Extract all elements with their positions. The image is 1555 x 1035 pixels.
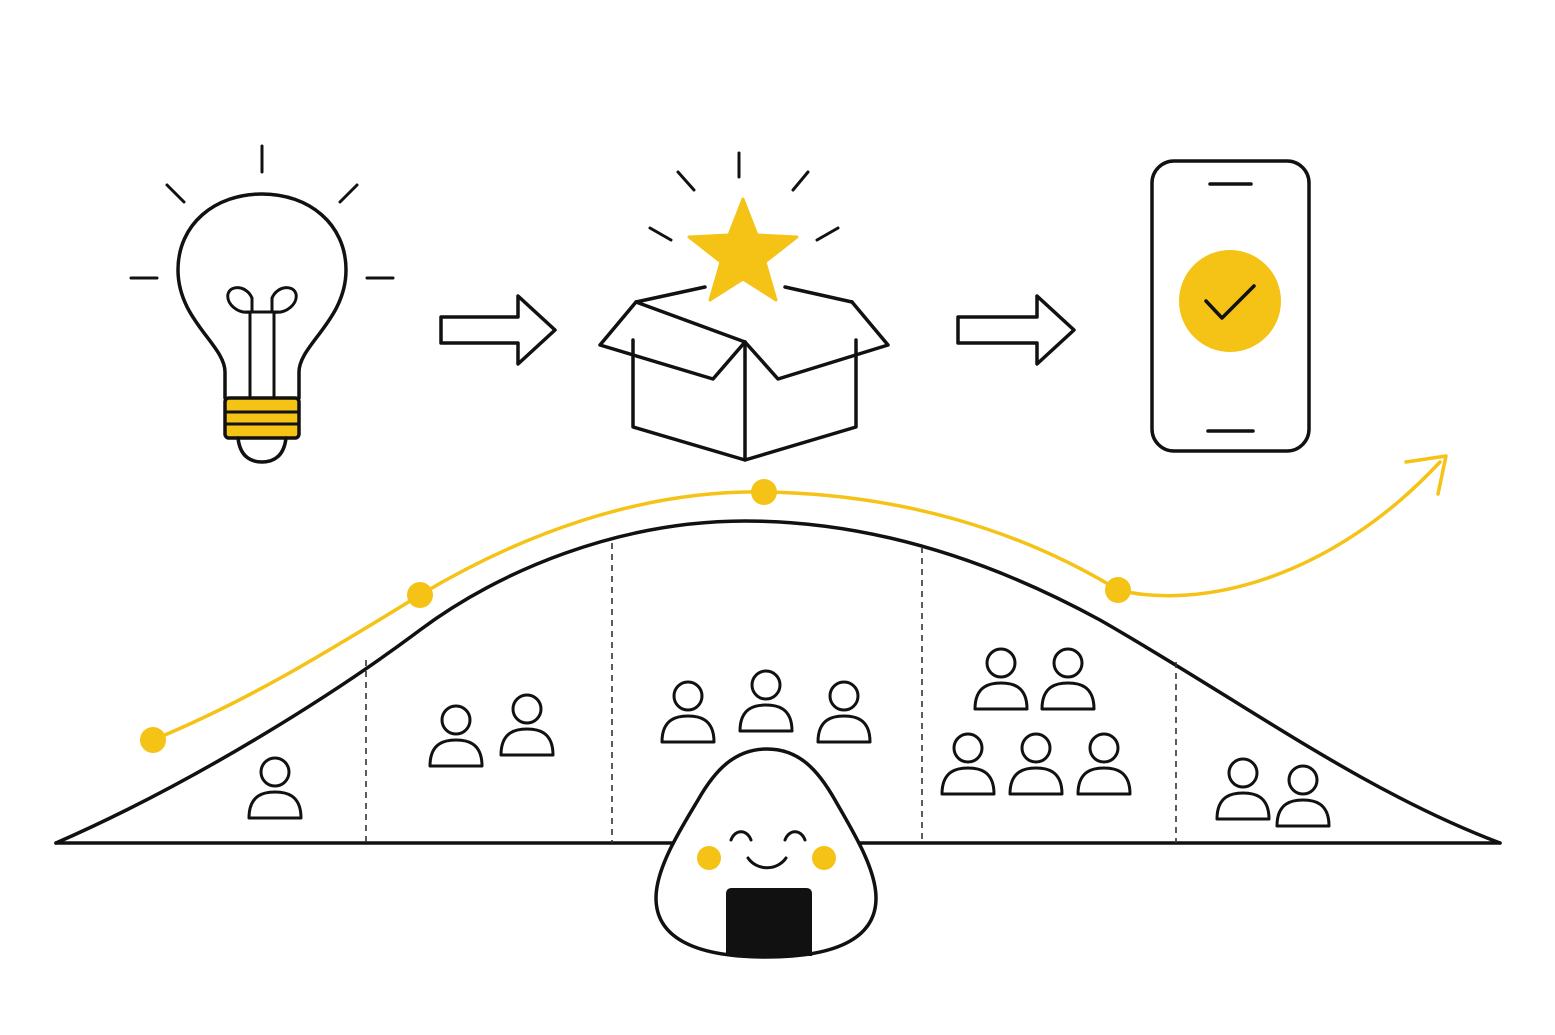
open-box-star-icon [598, 151, 890, 462]
check-badge [1179, 250, 1281, 352]
arrow-up-right-icon [1404, 454, 1448, 496]
onigiri-mascot-icon [654, 747, 878, 959]
person-icon [816, 680, 872, 744]
trend-marker [407, 582, 433, 608]
person-icon [499, 693, 555, 757]
person-icon [1076, 732, 1132, 796]
trend-marker [140, 727, 166, 753]
checkmark-icon [1204, 284, 1256, 320]
arrow-right-icon [956, 294, 1076, 366]
smartphone-check-icon [1150, 159, 1311, 453]
person-icon [428, 704, 484, 768]
mascot-eye [783, 830, 807, 842]
people-layer [247, 647, 1331, 828]
mascot-eye [729, 830, 753, 842]
arrow-right-icon [439, 294, 557, 366]
person-icon [940, 732, 996, 796]
trend-marker [1105, 577, 1131, 603]
star-icon [687, 197, 799, 302]
trend-marker [751, 479, 777, 505]
person-icon [973, 647, 1029, 711]
person-icon [1215, 757, 1271, 821]
person-icon [1040, 647, 1096, 711]
person-icon [738, 669, 794, 733]
lightbulb-icon [129, 144, 395, 464]
mascot-cheek [812, 846, 836, 870]
person-icon [1008, 732, 1064, 796]
trend-line [140, 454, 1448, 753]
person-icon [660, 680, 716, 744]
person-icon [1275, 764, 1331, 828]
mascot-smile [746, 856, 788, 870]
mascot-nori [726, 888, 812, 956]
mascot-cheek [697, 846, 721, 870]
person-icon [247, 756, 303, 820]
bulb-base [223, 396, 301, 440]
